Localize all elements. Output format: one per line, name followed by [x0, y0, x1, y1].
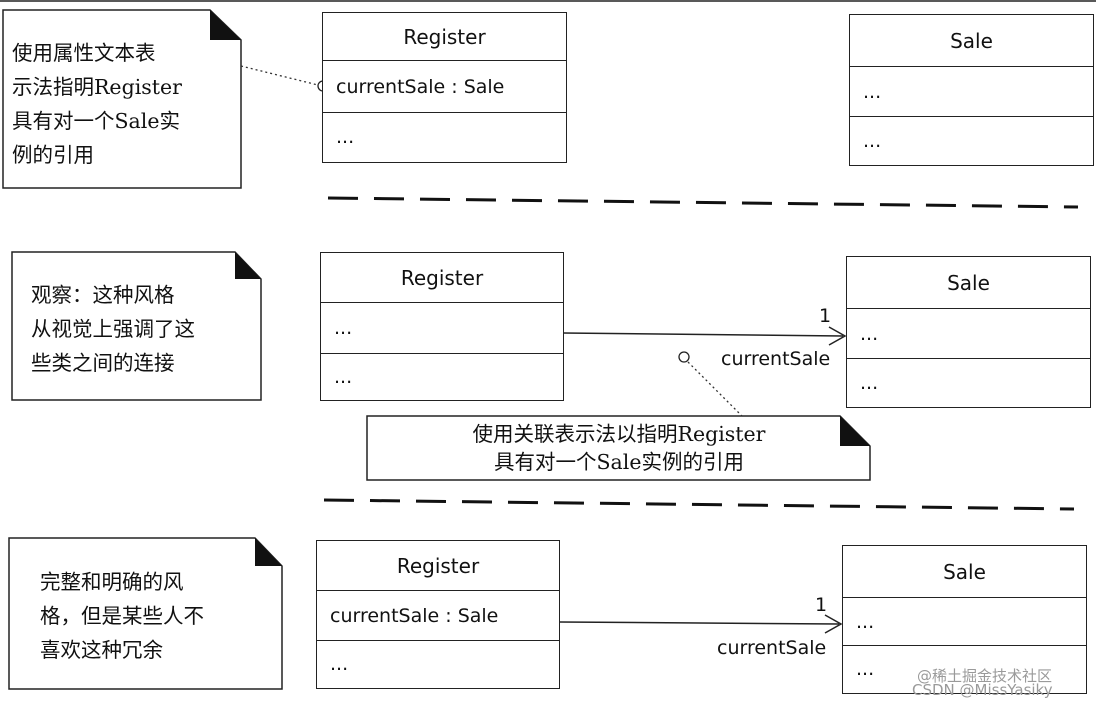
class-register-bottom[interactable]: Register currentSale : Sale ...	[316, 540, 560, 689]
class-attribute: ...	[321, 303, 563, 354]
note-top-connector	[240, 65, 319, 86]
class-operations: ...	[336, 126, 355, 148]
note-middle-left-text: 观察：这种风格 从视觉上强调了这 些类之间的连接	[31, 283, 195, 375]
association-bottom-role: currentSale	[717, 637, 827, 659]
association-bottom-line	[558, 621, 840, 625]
class-operations: ...	[860, 371, 879, 394]
class-sale-middle[interactable]: Sale ... ...	[846, 256, 1091, 408]
class-attribute: currentSale : Sale	[317, 591, 559, 641]
class-sale-bottom[interactable]: Sale ... ...	[842, 545, 1087, 694]
separator-2	[323, 498, 1075, 511]
class-name: Sale	[850, 15, 1093, 67]
class-name: Register	[323, 13, 566, 61]
note-middle-connector	[687, 361, 743, 417]
association-middle-line	[562, 332, 844, 337]
watermark-line-1: @稀土掘金技术社区	[917, 667, 1053, 685]
class-attribute: currentSale : Sale	[323, 61, 566, 113]
class-name: Sale	[843, 546, 1086, 598]
separator-1	[327, 196, 1079, 209]
association-middle-role: currentSale	[721, 348, 831, 370]
class-operations: ...	[330, 653, 349, 675]
association-bottom-multiplicity: 1	[815, 594, 828, 616]
class-name: Register	[321, 253, 563, 303]
class-attribute: ...	[847, 309, 1090, 359]
class-operations: ...	[856, 658, 875, 680]
note-middle-bottom-text: 使用关联表示法以指明Register 具有对一个Sale实例的引用	[472, 422, 766, 474]
note-middle-anchor	[678, 351, 690, 363]
association-middle-multiplicity: 1	[819, 305, 832, 327]
association-bottom-arrowhead	[824, 614, 843, 634]
class-operations: ...	[334, 365, 353, 388]
class-register-top[interactable]: Register currentSale : Sale ...	[322, 12, 567, 163]
class-sale-top[interactable]: Sale ... ...	[849, 14, 1094, 166]
note-bottom-shape	[8, 537, 283, 690]
association-middle-arrowhead	[828, 326, 847, 346]
note-middle-bottom-shape	[366, 415, 871, 481]
note-bottom-text: 完整和明确的风 格，但是某些人不 喜欢这种冗余	[40, 570, 204, 662]
class-attribute: ...	[850, 67, 1093, 117]
note-top-shape	[2, 9, 242, 189]
note-middle-left-shape	[11, 251, 262, 401]
note-top-text: 使用属性文本表 示法指明Register 具有对一个Sale实 例的引用	[12, 41, 182, 167]
class-operations: ...	[863, 129, 882, 152]
class-register-middle[interactable]: Register ... ...	[320, 252, 564, 401]
class-name: Sale	[847, 257, 1090, 309]
watermark-line-2: CSDN @MissYasiky	[912, 681, 1053, 699]
class-name: Register	[317, 541, 559, 591]
class-attribute: ...	[843, 598, 1086, 646]
